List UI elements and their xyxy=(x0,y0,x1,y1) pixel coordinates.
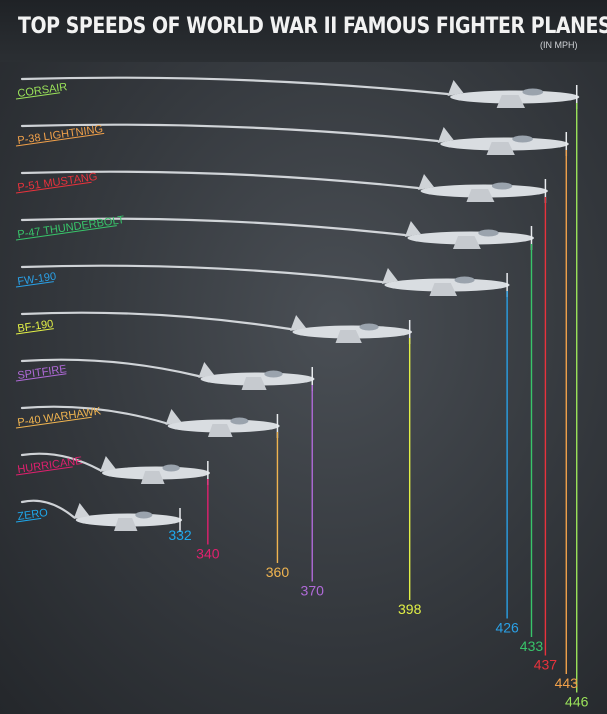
plane-0-category-label: CORSAIR xyxy=(17,81,68,100)
plane-7-canopy xyxy=(230,417,249,425)
plane-0-speed-trail xyxy=(20,76,449,96)
plane-1-category-underline xyxy=(15,132,105,147)
title-bar xyxy=(0,0,607,62)
plane-0-wing xyxy=(496,95,526,108)
plane-3-speed-trail xyxy=(20,217,406,237)
plane-6-wing xyxy=(241,377,267,390)
plane-5-category-underline xyxy=(15,328,54,335)
plane-3-tail-fin xyxy=(404,221,421,237)
plane-7-value-label: 360 xyxy=(266,564,290,580)
plane-1-wing xyxy=(486,142,515,155)
plane-6-category-underline xyxy=(15,373,67,382)
plane-7-wing xyxy=(208,424,233,437)
plane-2-tail-fin xyxy=(418,174,434,190)
plane-1-speed-trail xyxy=(20,123,439,143)
plane-0-canopy xyxy=(522,88,544,96)
chart-unit: (IN MPH) xyxy=(540,40,578,50)
plane-8-wing xyxy=(140,471,165,484)
plane-5-tail-fin xyxy=(290,315,307,331)
plane-6-speed-trail xyxy=(20,358,200,378)
plane-3-value-label: 433 xyxy=(520,638,544,654)
chart-title: TOP SPEEDS OF WORLD WAR II FAMOUS FIGHTE… xyxy=(18,14,607,39)
plane-6-canopy xyxy=(264,370,283,378)
plane-9-value-label: 332 xyxy=(168,527,192,543)
plane-9-category-label: ZERO xyxy=(17,507,49,523)
plane-4-canopy xyxy=(454,276,475,284)
plane-3-category-underline xyxy=(15,225,117,241)
plane-9-speed-trail xyxy=(20,499,75,519)
plane-9-canopy xyxy=(135,511,153,519)
plane-2-category-underline xyxy=(15,181,92,194)
plane-4-category-label: FW-190 xyxy=(17,271,57,288)
plane-0-category-underline xyxy=(15,92,61,100)
plane-7-category-underline xyxy=(15,416,92,429)
plane-2-canopy xyxy=(491,182,513,190)
plane-4-speed-trail xyxy=(20,264,384,284)
plane-8-value-label: 340 xyxy=(196,546,220,562)
plane-6-value-label: 370 xyxy=(301,583,325,599)
plane-8-speed-trail xyxy=(20,452,101,472)
plane-4-wing xyxy=(429,283,458,296)
plane-4-tail-fin xyxy=(381,268,398,284)
plane-9-wing xyxy=(114,518,138,531)
plane-8-tail-fin xyxy=(99,456,116,472)
plane-2-category-label: P-51 MUSTANG xyxy=(17,171,98,194)
plane-3-canopy xyxy=(478,229,499,237)
plane-7-speed-trail xyxy=(20,405,167,425)
plane-1-value-label: 443 xyxy=(555,675,579,691)
plane-5-value-label: 398 xyxy=(398,601,422,617)
plane-9-category-underline xyxy=(15,517,42,523)
plane-5-category-label: BF-190 xyxy=(17,318,54,335)
plane-8-canopy xyxy=(162,464,180,472)
plane-6-category-label: SPITFIRE xyxy=(17,363,68,382)
plane-5-canopy xyxy=(359,323,379,331)
plane-0-tail-fin xyxy=(447,80,464,96)
plane-0-value-label: 446 xyxy=(565,694,589,710)
plane-3-wing xyxy=(452,236,481,249)
plane-4-category-underline xyxy=(15,281,54,288)
plane-7-tail-fin xyxy=(165,409,182,425)
plane-9-tail-fin xyxy=(73,503,90,519)
plane-6-tail-fin xyxy=(198,362,215,378)
plane-5-speed-trail xyxy=(20,311,292,331)
plane-2-wing xyxy=(466,189,495,202)
plane-2-value-label: 437 xyxy=(534,657,558,673)
plane-4-value-label: 426 xyxy=(495,620,519,636)
plane-2-speed-trail xyxy=(20,170,420,190)
plane-5-wing xyxy=(335,330,362,343)
plane-1-canopy xyxy=(512,135,533,143)
plane-1-tail-fin xyxy=(437,127,454,143)
plane-8-category-underline xyxy=(15,466,73,476)
plane-8-category-label: HURRICANE xyxy=(17,455,83,476)
